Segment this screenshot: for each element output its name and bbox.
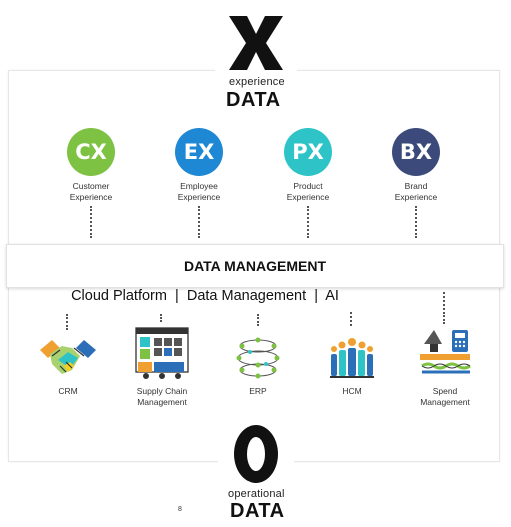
- o-letter: [234, 425, 278, 483]
- o-data-logo: operational DATA: [218, 420, 294, 524]
- handshake-icon: [40, 340, 96, 374]
- supply-chain-icon: [135, 327, 189, 379]
- hcm-label: HCM: [342, 386, 362, 396]
- crm-connector: [66, 314, 70, 330]
- erp-connector: [257, 314, 261, 326]
- page-number: 8: [178, 506, 182, 513]
- o-data-word: operational: [228, 488, 285, 500]
- crm-label: CRM: [58, 386, 78, 396]
- spend-connector-upper: [443, 292, 447, 310]
- erp-label: ERP: [249, 386, 267, 396]
- platform-line: Cloud Platform | Data Management | AI: [71, 288, 339, 304]
- bx-badge-icon: BX: [392, 128, 440, 176]
- x-letter: [229, 16, 283, 70]
- spend-cart-icon: [420, 330, 471, 374]
- hcm-connector: [350, 312, 354, 326]
- x-data-word: experience: [229, 76, 285, 88]
- ex-connector: [198, 206, 202, 238]
- o-data-data: DATA: [230, 500, 285, 522]
- px-connector: [307, 206, 311, 238]
- ex-badge-icon: EX: [175, 128, 223, 176]
- spend-connector: [443, 312, 447, 324]
- erp-network-icon: [236, 337, 280, 379]
- cx-connector: [90, 206, 94, 238]
- bx-connector: [415, 206, 419, 238]
- x-data-data: DATA: [226, 89, 281, 111]
- scm-connector: [160, 314, 164, 322]
- x-data-logo: experience DATA: [215, 12, 297, 111]
- people-icon: [330, 338, 374, 378]
- cx-badge-icon: CX: [67, 128, 115, 176]
- px-badge-icon: PX: [284, 128, 332, 176]
- data-management-bar: DATA MANAGEMENT: [6, 244, 504, 288]
